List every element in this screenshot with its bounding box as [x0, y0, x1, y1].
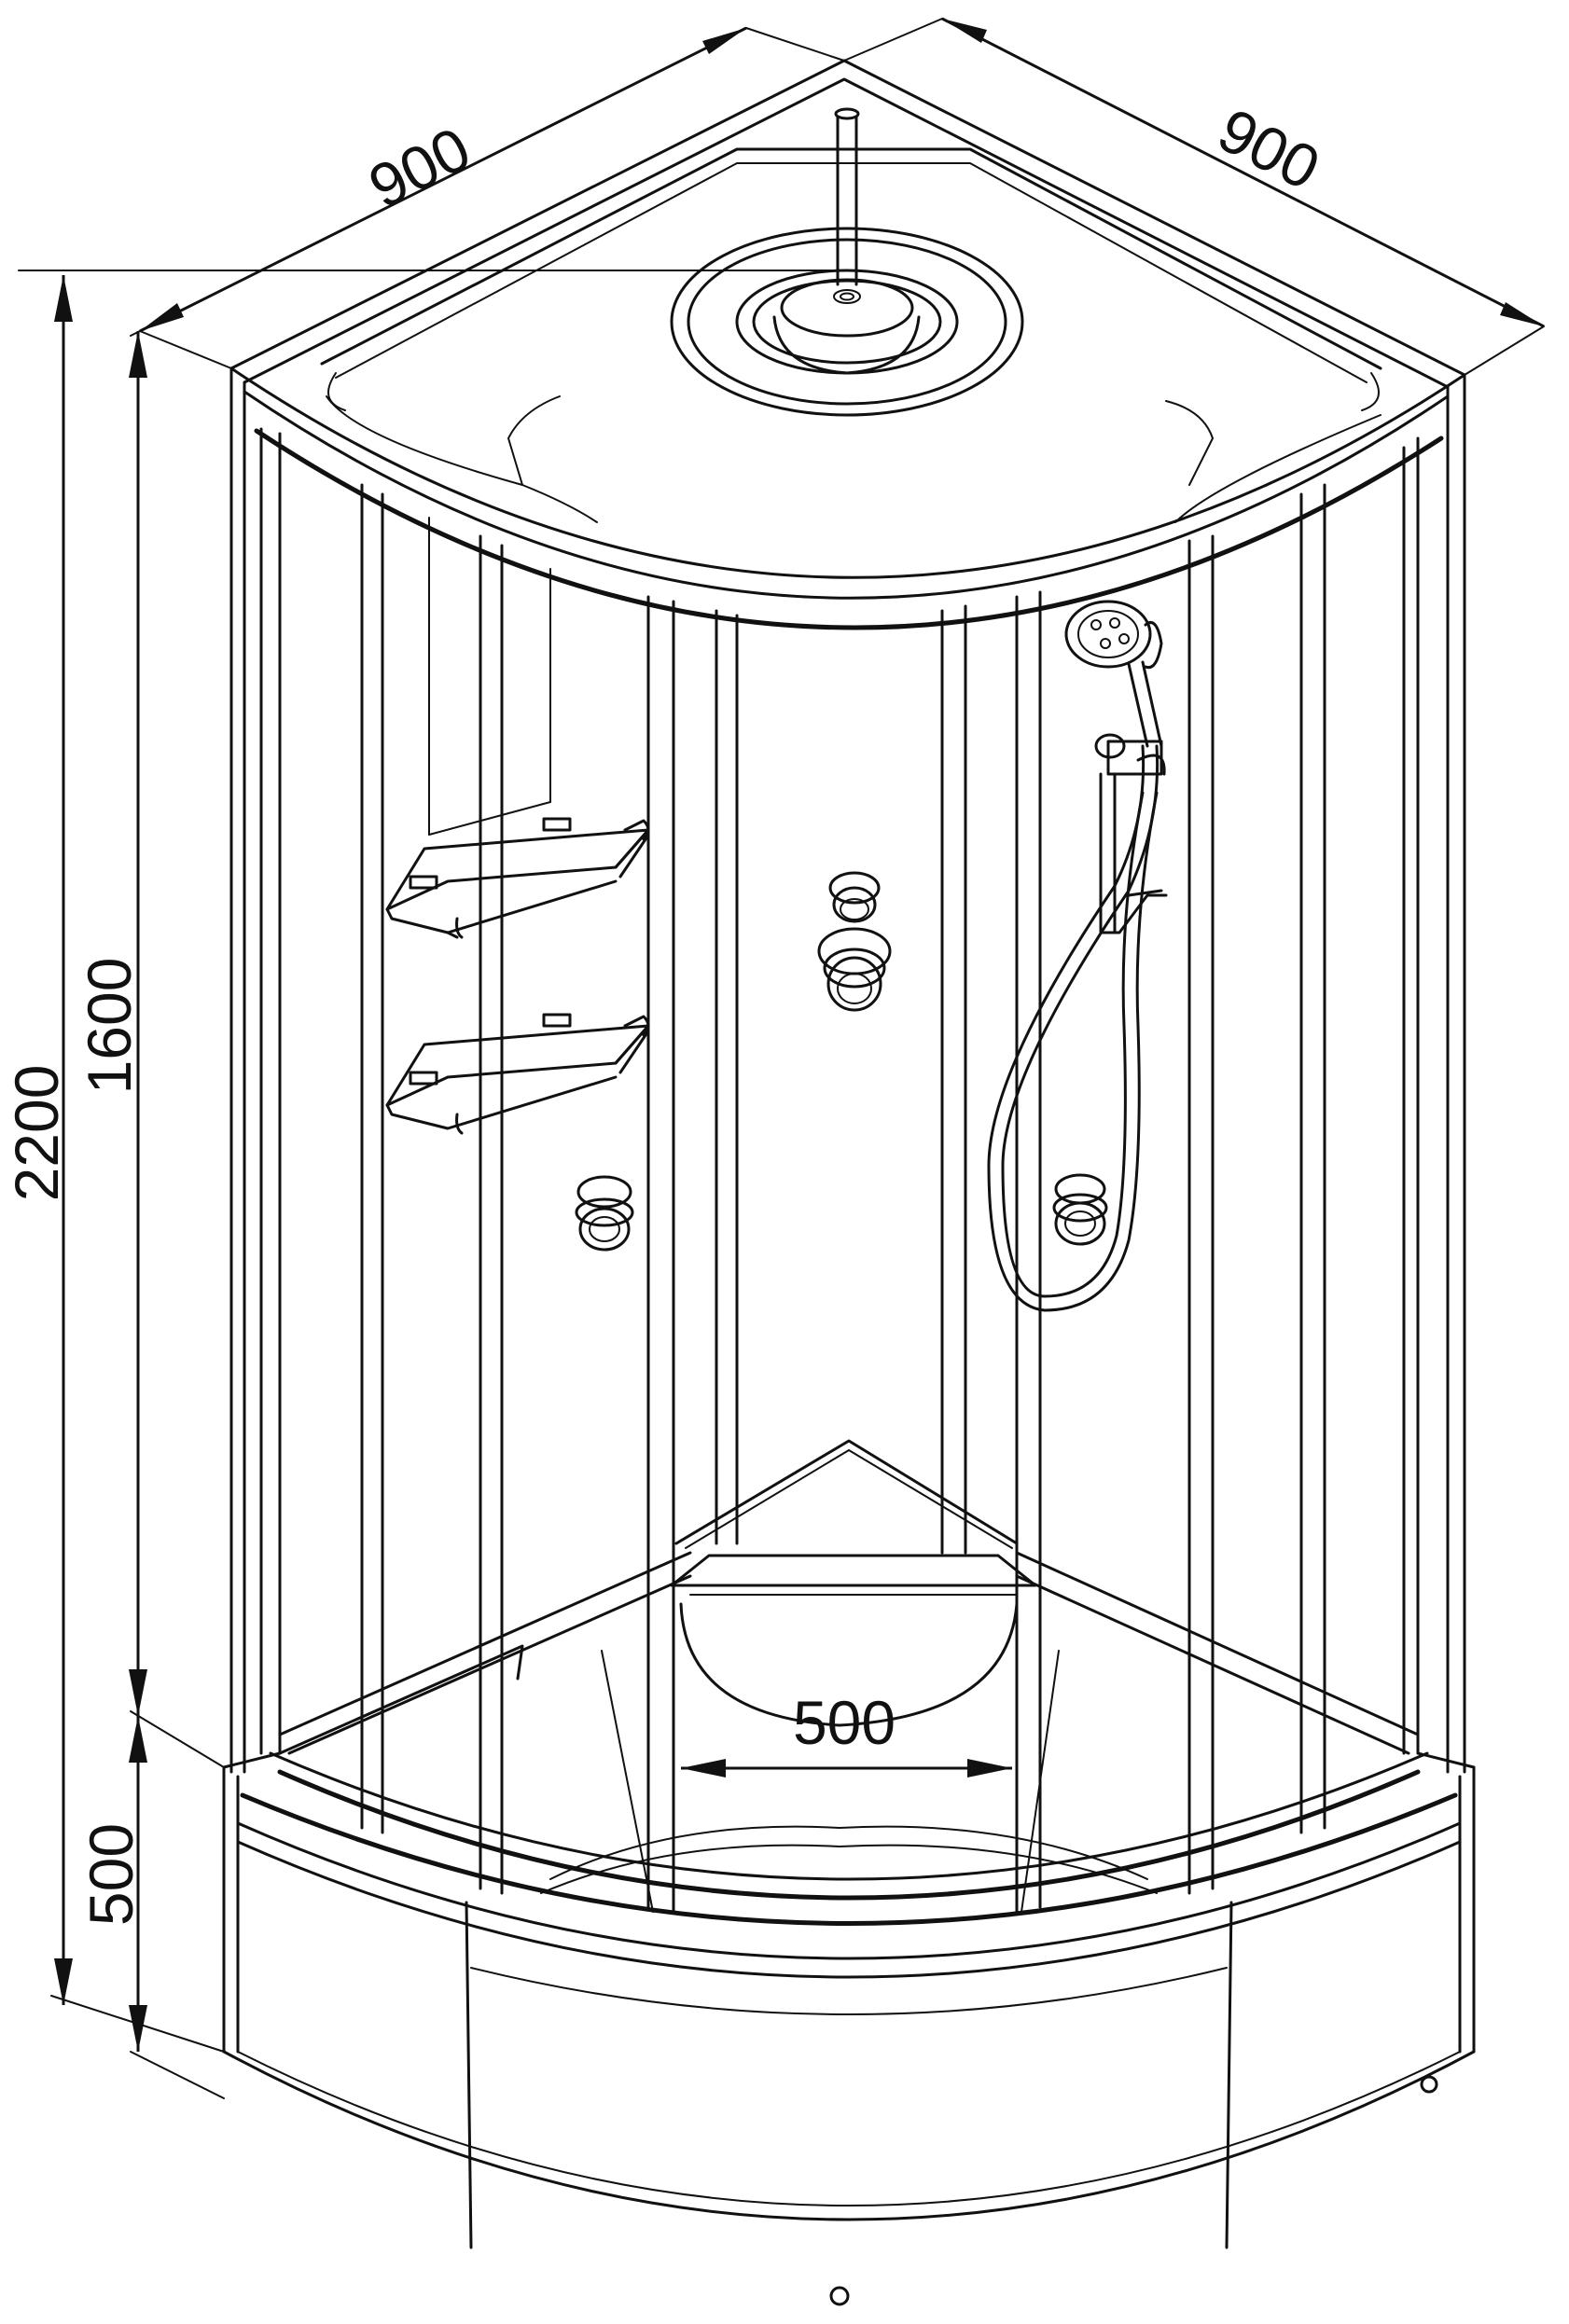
shower-hose — [987, 744, 1159, 1312]
cabin-roof — [229, 59, 1466, 630]
massage-jet-right — [1052, 1173, 1108, 1246]
hand-shower — [1064, 600, 1163, 748]
cabin-frame — [229, 367, 1466, 1914]
dimension-cabin-height — [129, 330, 147, 1716]
hand-shower-holder — [1094, 733, 1166, 776]
dimension-depth-right — [843, 17, 1545, 376]
tray-skirt — [222, 1751, 1476, 2306]
shower-tray — [269, 1439, 1429, 1913]
dimension-label-depth: 900 — [1208, 95, 1331, 203]
control-knob-lower — [817, 927, 892, 1012]
dimension-label-seat-width: 500 — [793, 1688, 896, 1757]
shelf-upper — [385, 817, 650, 939]
dimension-label-total-height: 2200 — [2, 1065, 71, 1202]
dimension-tray-height — [129, 1710, 225, 2099]
dimension-label-tray-height: 500 — [76, 1823, 146, 1926]
dimension-label-width: 900 — [358, 114, 481, 222]
dimension-total-height — [18, 270, 845, 2053]
shower-rod — [834, 107, 860, 286]
dimension-seat-width — [681, 1759, 1012, 1778]
shelf-lower — [385, 1013, 650, 1135]
control-knob-upper — [828, 871, 881, 923]
massage-jet-left — [575, 1175, 634, 1252]
dimension-label-cabin-height: 1600 — [75, 958, 144, 1095]
rain-shower-head — [670, 227, 1024, 417]
dimension-width-left — [139, 26, 845, 369]
